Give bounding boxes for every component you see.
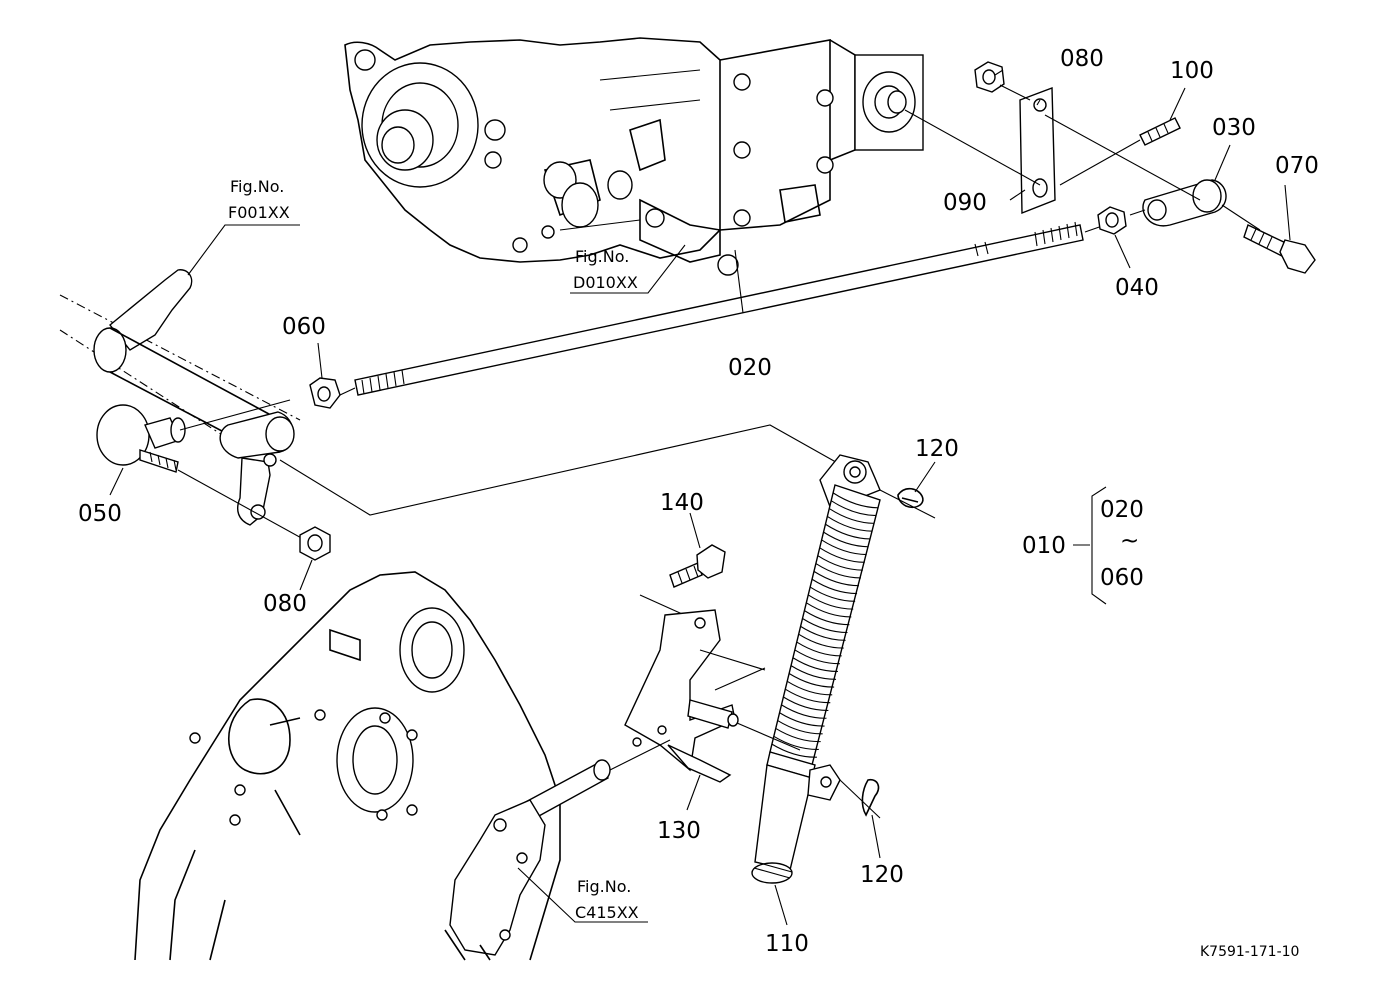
bolt-070 — [1221, 204, 1316, 274]
bellows-rib — [775, 727, 821, 743]
bolt-140 — [639, 544, 726, 623]
bellows-rib — [821, 539, 867, 556]
part-label-110: 110 — [765, 931, 809, 957]
ball-joint-050 — [96, 399, 306, 541]
bellows-rib — [830, 500, 877, 517]
part-label-070: 070 — [1275, 153, 1319, 179]
bellows-rib — [783, 696, 829, 711]
bellows-rib — [832, 492, 879, 509]
part-label-060: 060 — [282, 314, 326, 340]
part-label-090: 090 — [943, 190, 987, 216]
part-leaders — [109, 69, 1291, 926]
upper-housing — [344, 37, 924, 276]
bellows-rib — [813, 570, 859, 587]
bellows-rib — [809, 586, 856, 602]
set-group-tilde: ~ — [1120, 528, 1139, 554]
bellows-rib — [828, 508, 875, 524]
bellows-rib — [779, 712, 825, 727]
bellows-rib — [771, 743, 817, 758]
nut-040 — [1097, 206, 1127, 235]
bellows-rib — [811, 578, 858, 595]
fig-ref-d010-code: D010XX — [573, 273, 638, 292]
bellows-rib — [819, 547, 865, 563]
part-label-140: 140 — [660, 490, 704, 516]
bellows-rib — [825, 523, 871, 540]
set-group-from: 020 — [1100, 497, 1144, 523]
part-label-080-upper: 080 — [1060, 46, 1104, 72]
part-label-080-lower: 080 — [263, 591, 307, 617]
bellows-rib — [798, 633, 844, 649]
fig-ref-f001-title: Fig.No. — [230, 177, 284, 196]
plate-090 — [904, 86, 1201, 215]
clip-120-lower — [839, 778, 881, 819]
bellows-rib — [781, 704, 827, 719]
bellows-rib — [800, 625, 846, 641]
fig-ref-c415-title: Fig.No. — [577, 877, 631, 896]
part-labels: 080 100 030 070 090 040 060 020 120 050 … — [78, 46, 1319, 957]
bellows-rib — [786, 680, 833, 696]
part-label-120-lower: 120 — [860, 862, 904, 888]
bellows-rib — [804, 610, 850, 626]
bellows-rib — [823, 531, 869, 548]
set-bracket-010 — [1073, 486, 1107, 605]
screw-100 — [1059, 117, 1181, 186]
part-label-010: 010 — [1022, 533, 1066, 559]
bellows-rib — [827, 515, 873, 532]
fig-ref-f001-code: F001XX — [228, 203, 290, 222]
nut-080-lower — [299, 526, 331, 561]
fig-ref-d010-title: Fig.No. — [575, 247, 629, 266]
bellows-rib — [777, 720, 823, 735]
bellows-rib — [794, 649, 840, 665]
lower-housing — [134, 571, 671, 961]
part-label-120-upper: 120 — [915, 436, 959, 462]
nut-060 — [309, 377, 341, 409]
fig-ref-c415-code: C415XX — [575, 903, 639, 922]
fig-ref-leaders — [187, 224, 686, 923]
bellows-rib — [773, 735, 819, 750]
part-label-130: 130 — [657, 818, 701, 844]
bellows-rib — [788, 673, 835, 688]
set-group-to: 060 — [1100, 565, 1144, 591]
part-label-020: 020 — [728, 355, 772, 381]
fig-ref-labels: Fig.No. F001XX Fig.No. D010XX Fig.No. C4… — [228, 177, 639, 922]
bellows-rib — [785, 688, 831, 704]
damper-110 — [279, 424, 881, 884]
bellows-rib — [796, 641, 842, 657]
part-label-050: 050 — [78, 501, 122, 527]
part-label-100: 100 — [1170, 58, 1214, 84]
bellows-rib — [802, 618, 848, 634]
nut-080-upper — [974, 61, 1031, 101]
rod-020 — [339, 221, 1106, 396]
part-label-040: 040 — [1115, 275, 1159, 301]
part-label-030: 030 — [1212, 115, 1256, 141]
bellows-rib — [807, 594, 854, 610]
bracket-130 — [624, 609, 766, 783]
bellows-rib — [817, 555, 863, 571]
pivot-arm — [59, 269, 301, 526]
drawing-code: K7591-171-10 — [1200, 944, 1299, 960]
clip-120-upper — [879, 487, 936, 519]
bellows-rib — [792, 657, 838, 673]
bellows-rib — [790, 665, 837, 680]
bellows-rib — [815, 563, 861, 579]
bellows-rib — [806, 602, 852, 618]
ball-joint-030 — [1129, 179, 1227, 227]
